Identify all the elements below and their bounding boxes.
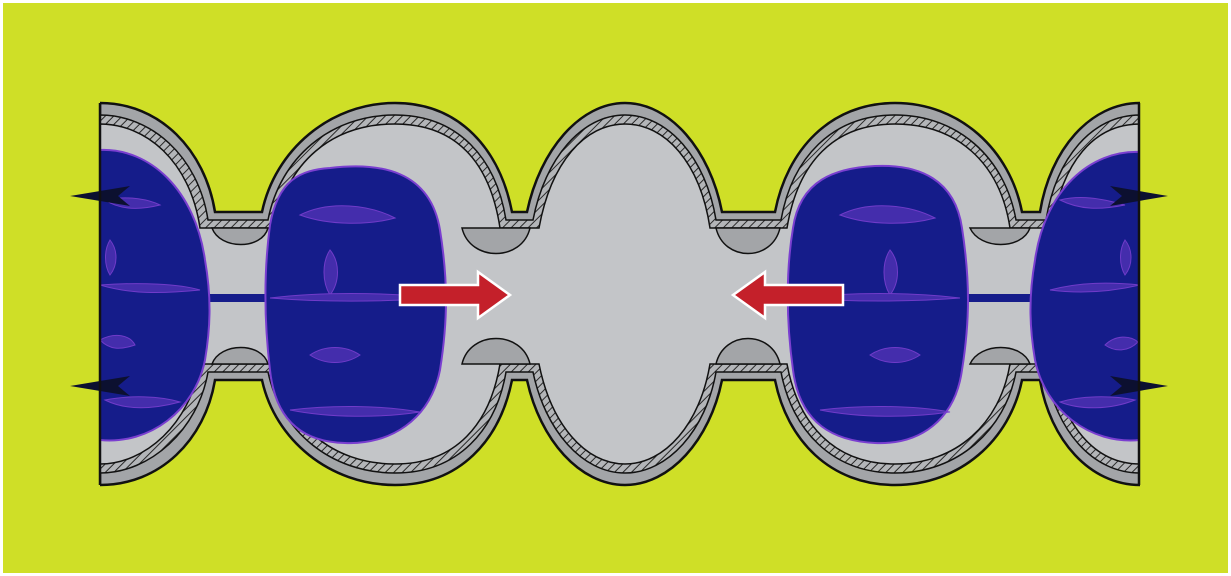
peristalsis-diagram [0, 0, 1231, 576]
diagram-stage [0, 0, 1231, 576]
